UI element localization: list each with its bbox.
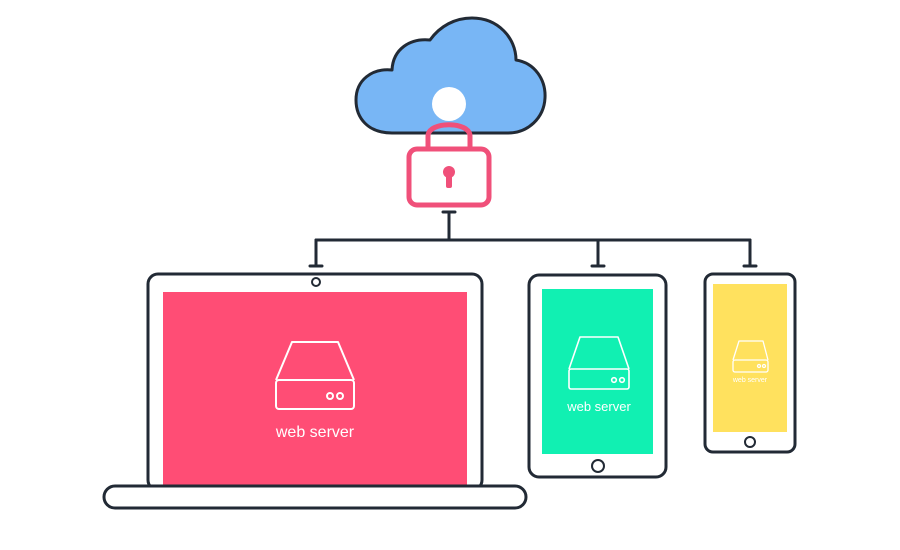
server-icon-top xyxy=(732,340,769,361)
tablet-device: web server xyxy=(527,273,668,479)
connector-lines xyxy=(308,210,758,268)
laptop-camera xyxy=(311,277,321,287)
padlock-icon xyxy=(406,122,492,208)
laptop-screen xyxy=(163,292,467,490)
server-icon-top xyxy=(275,341,355,381)
server-icon-led-2 xyxy=(618,376,626,384)
phone-label: web server xyxy=(732,377,768,384)
server-icon-led-2 xyxy=(336,392,344,400)
laptop-label: web server xyxy=(275,424,355,441)
tablet-screen xyxy=(542,289,653,454)
server-icon xyxy=(732,340,769,373)
cloud-keyhole-circle xyxy=(432,87,466,121)
phone-device: web server xyxy=(703,272,797,454)
padlock-keyhole xyxy=(443,166,455,178)
server-icon-body xyxy=(568,368,630,390)
laptop-device: web server xyxy=(102,272,528,510)
tablet-label: web server xyxy=(566,399,631,414)
server-icon xyxy=(275,341,355,410)
server-icon-led-1 xyxy=(610,376,618,384)
padlock-shackle xyxy=(425,122,473,153)
server-icon-top xyxy=(568,336,630,370)
laptop-base xyxy=(102,484,528,510)
server-icon-body xyxy=(732,359,769,373)
phone-home-button xyxy=(744,436,756,448)
server-icon-led-1 xyxy=(326,392,334,400)
server-icon-led-1 xyxy=(756,363,762,369)
server-icon-led-2 xyxy=(761,363,767,369)
server-icon-body xyxy=(275,379,355,410)
server-icon xyxy=(568,336,630,390)
cloud-shape xyxy=(354,16,547,135)
padlock-keyhole-slot xyxy=(446,174,452,188)
phone-screen xyxy=(713,284,787,432)
tablet-home-button xyxy=(591,459,605,473)
cloud-icon xyxy=(354,16,547,135)
